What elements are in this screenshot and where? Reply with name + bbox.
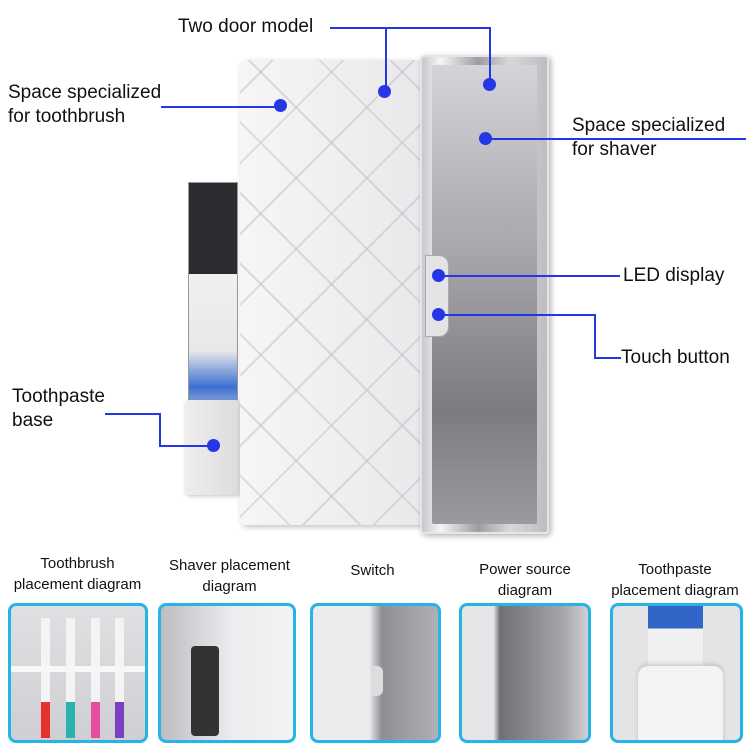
label-led-display: LED display — [623, 264, 725, 288]
callout-dot — [207, 439, 220, 452]
connector-line — [486, 138, 746, 140]
label-line: Power source — [479, 561, 571, 578]
label-line: placement diagram — [13, 576, 142, 593]
label-line: placement diagram — [611, 582, 739, 599]
thumbnail-toothpaste — [610, 603, 743, 743]
thumbnail-power — [459, 603, 591, 743]
shaver — [191, 646, 219, 736]
switch-panel — [425, 255, 449, 337]
label-line: for shaver — [572, 139, 657, 160]
thumb-label-toothpaste: Toothpaste placement diagram — [600, 559, 750, 601]
toothbrush — [41, 618, 50, 738]
callout-dot — [432, 308, 445, 321]
label-line: Toothpaste — [12, 386, 105, 407]
thumbnail-toothbrush — [8, 603, 148, 743]
switch — [371, 666, 383, 696]
thumb-label-power: Power source diagram — [450, 559, 600, 601]
left-door — [240, 60, 423, 525]
toothbrush — [66, 618, 75, 738]
callout-dot — [432, 269, 445, 282]
toothpaste-tube — [188, 182, 238, 424]
toothbrush — [115, 618, 124, 738]
label-line: base — [12, 409, 105, 433]
callout-dot — [483, 78, 496, 91]
label-line: Switch — [350, 562, 395, 579]
thumbnail-shaver — [158, 603, 296, 743]
connector-line — [440, 275, 620, 277]
connector-line — [385, 27, 387, 91]
thumb-label-toothbrush: Toothbrush placement diagram — [0, 553, 155, 595]
thumbnail-switch — [310, 603, 441, 743]
connector-line — [440, 314, 595, 316]
toothpaste-holder — [638, 666, 723, 740]
label-line: Shaver placement — [169, 557, 290, 574]
label-line: Toothbrush — [40, 555, 115, 572]
label-two-door: Two door model — [178, 15, 316, 39]
connector-line — [594, 357, 622, 359]
label-line: Space specialized — [572, 114, 726, 138]
connector-line — [489, 27, 491, 85]
connector-line — [159, 445, 214, 447]
label-line: Toothpaste — [638, 561, 712, 578]
label-touch-button: Touch button — [621, 346, 730, 370]
connector-line — [330, 27, 490, 29]
thumb-label-switch: Switch — [310, 560, 435, 581]
label-line: Space specialized — [8, 82, 162, 103]
callout-dot — [274, 99, 287, 112]
label-line: diagram — [497, 582, 553, 599]
callout-dot — [378, 85, 391, 98]
holder-bar — [11, 666, 145, 672]
toothbrush — [91, 618, 100, 738]
label-line: diagram — [202, 578, 257, 595]
connector-line — [159, 413, 161, 446]
connector-line — [594, 314, 596, 359]
label-line: for toothbrush — [8, 105, 162, 129]
callout-dot — [479, 132, 492, 145]
thumb-label-shaver: Shaver placement diagram — [152, 555, 307, 597]
